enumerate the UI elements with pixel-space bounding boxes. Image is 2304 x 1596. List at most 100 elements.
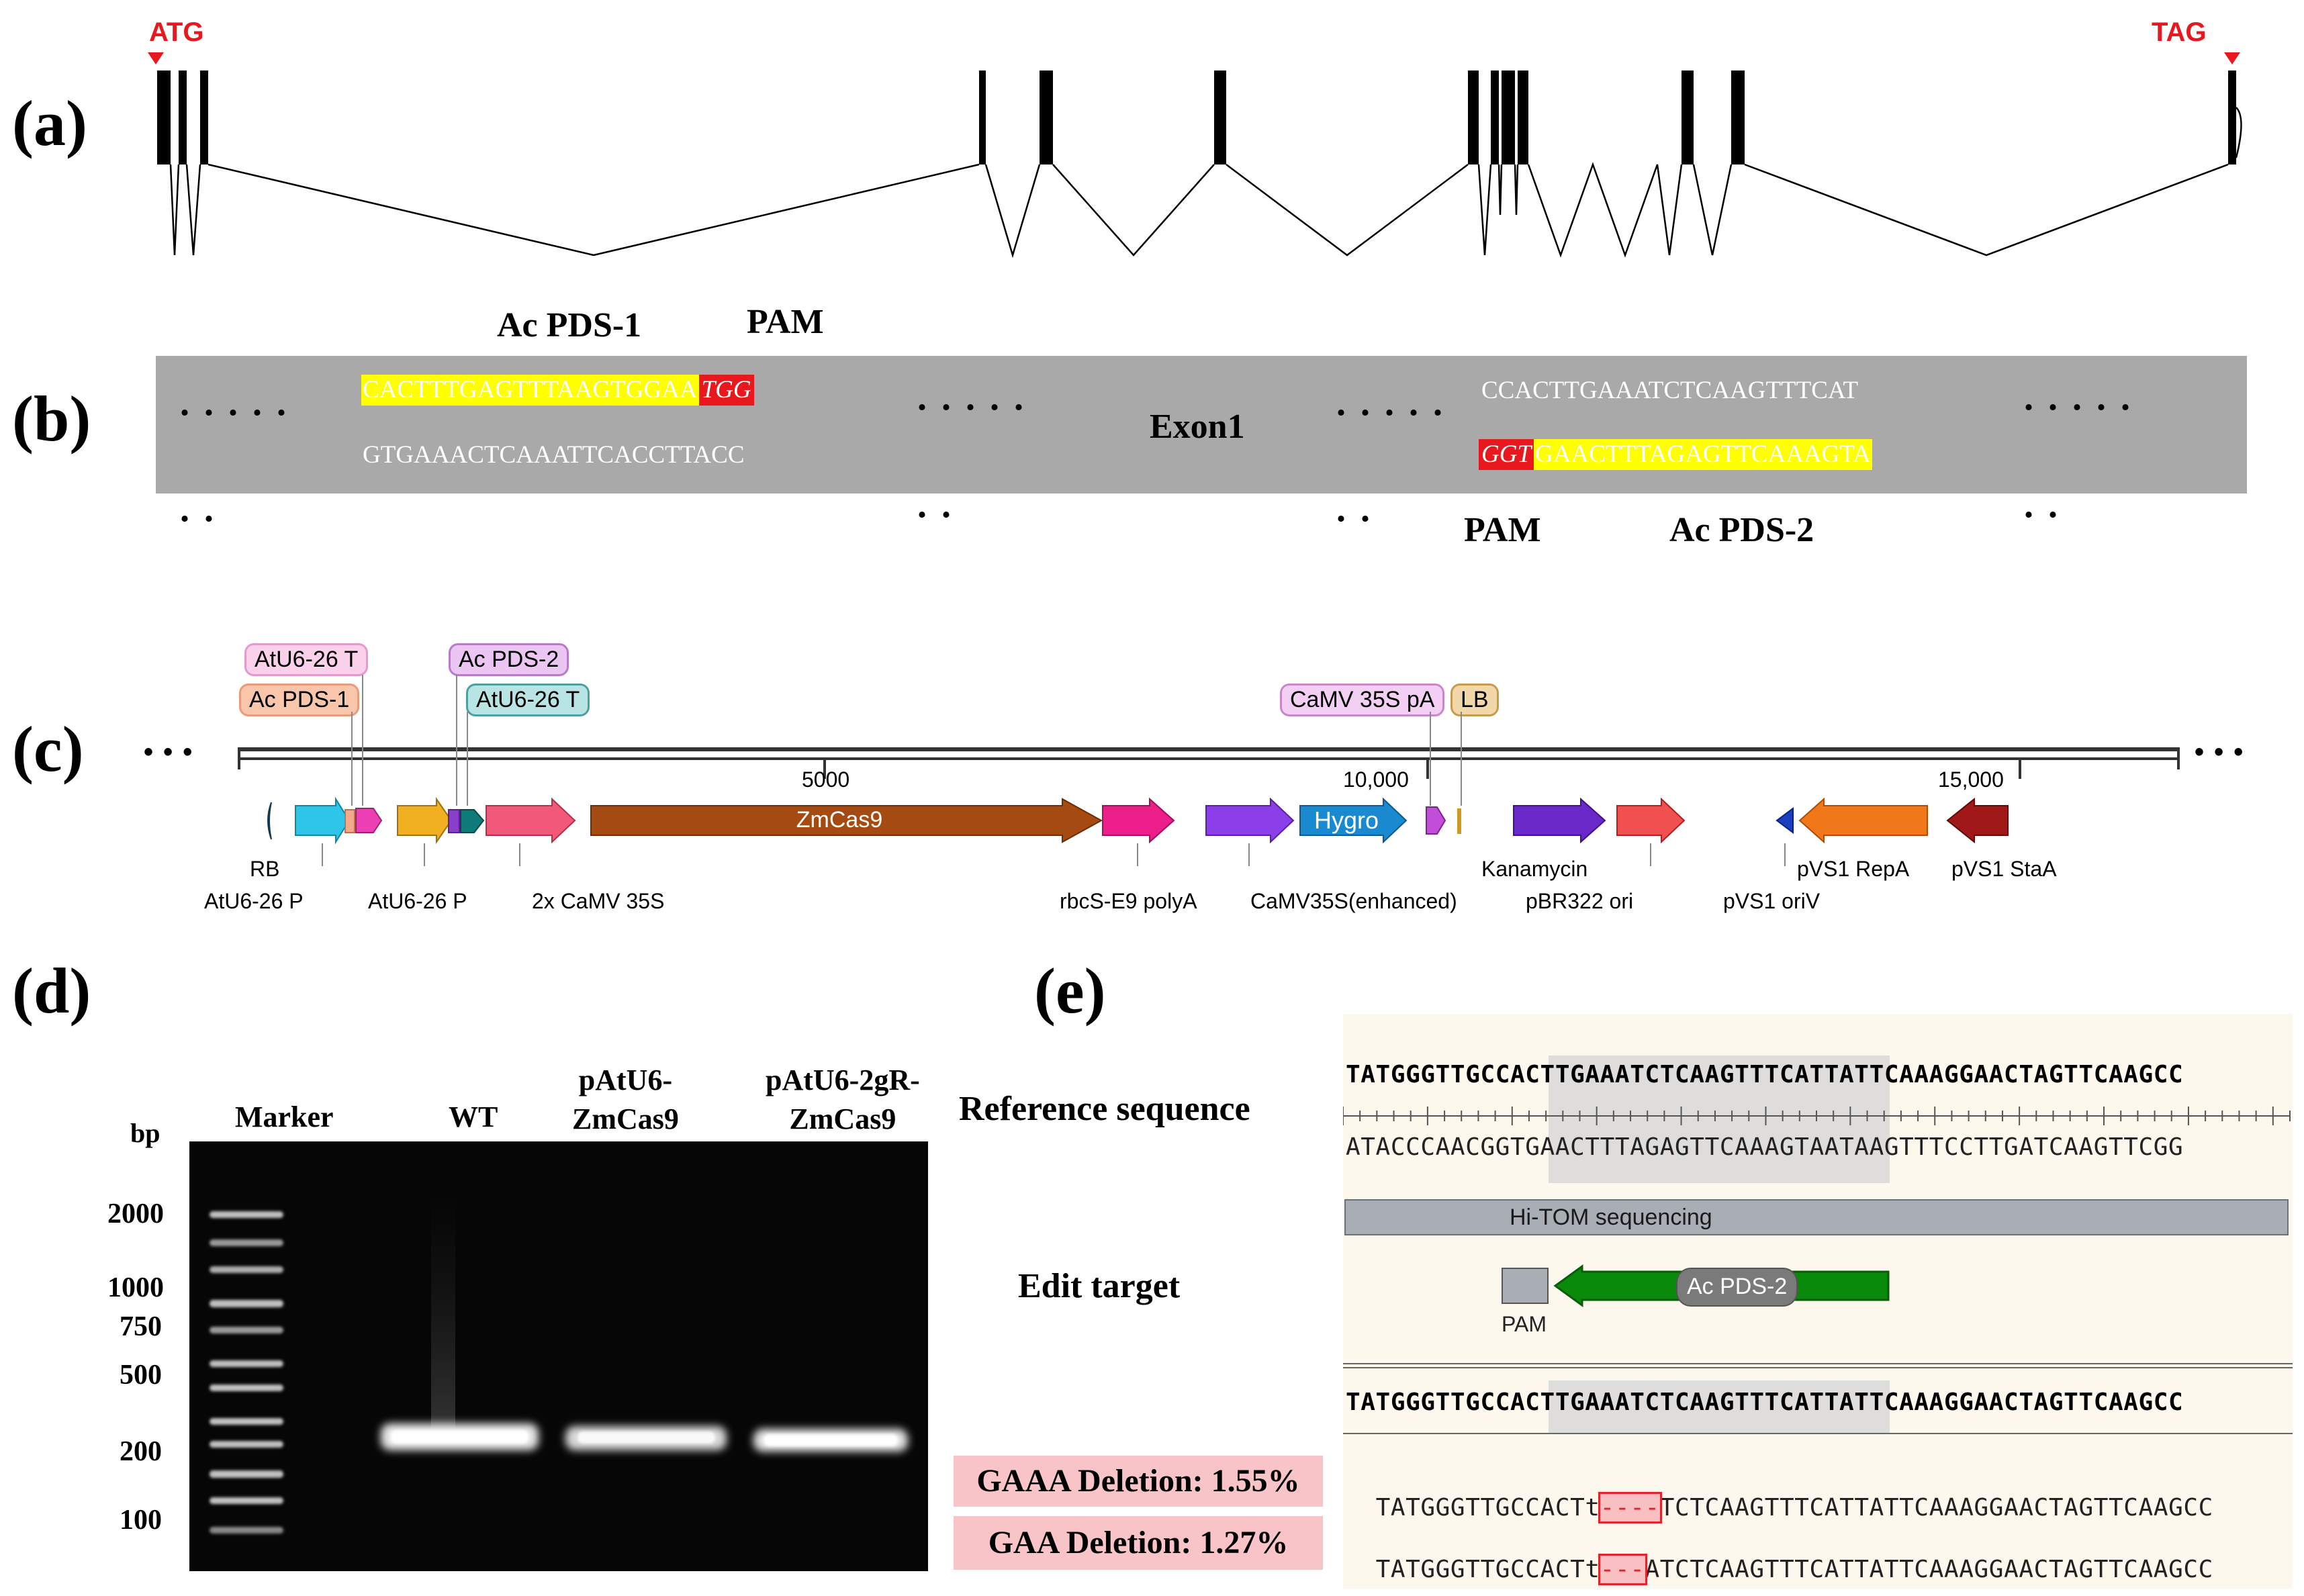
feature-atu6-terminator-2: [460, 809, 485, 833]
panel-label-a: (a): [12, 87, 87, 159]
dots-bottom-2: . .: [917, 484, 954, 526]
feature-rb: [267, 802, 272, 840]
dots-bottom-3: . .: [1336, 488, 1373, 530]
ellipsis-right: • • •: [2195, 737, 2245, 767]
gel-lane-p1-line1: pAtU6-: [578, 1064, 673, 1096]
target-shade-bottom: [1549, 1380, 1890, 1434]
hitom-sequencing-bar: Hi-TOM sequencing: [1344, 1199, 2289, 1235]
tag-ac-pds1: Ac PDS-1: [239, 684, 360, 716]
feature-pvs1-oriv: [1776, 807, 1794, 834]
pam-bottom-label: PAM: [1464, 511, 1541, 549]
ellipsis-left: • • •: [144, 737, 194, 767]
wt-smear: [431, 1195, 455, 1437]
gel-lane-wt-label: WT: [449, 1100, 498, 1133]
aligned-reference-underline: [1343, 1433, 2293, 1434]
intron-lines: [169, 107, 2242, 259]
tag-ac-pds2: Ac PDS-2: [449, 643, 569, 676]
label-pvs1-staa: pVS1 StaA: [1951, 857, 2057, 881]
tag-atu6-terminator-2: AtU6-26 T: [466, 684, 590, 716]
alignment-divider: [1343, 1363, 2293, 1368]
feature-pbr322-ori: [1616, 797, 1686, 844]
panel-label-c: (c): [12, 713, 84, 785]
feature-lb: [1457, 808, 1461, 834]
label-kanamycin: Kanamycin: [1481, 857, 1588, 881]
gaa-deletion-label: GAA Deletion: 1.27%: [954, 1516, 1323, 1570]
gel-lane-p2-line1: pAtU6-2gR-: [766, 1064, 920, 1096]
edit-target-label: Edit target: [1018, 1267, 1181, 1305]
label-atu6-promoter-1: AtU6-26 P: [204, 889, 304, 913]
stop-codon-marker: [2224, 52, 2240, 64]
feature-ac-pds2: [448, 809, 460, 833]
stop-codon-label: TAG: [2152, 17, 2207, 47]
gene-structure-diagram: [148, 52, 2242, 259]
feature-zmcas9: [590, 798, 1103, 843]
aligned-reference: TATGGGTTGCCACTTGAAATCTCAAGTTTCATTATTCAAA…: [1346, 1389, 2184, 1416]
ac-pds1-label: Ac PDS-1: [497, 306, 642, 344]
start-codon-label: ATG: [149, 17, 204, 47]
sequence-ruler: [1343, 1107, 2291, 1125]
gaaa-deletion-read: TATGGGTTGCCACTt----TCTCAAGTTTCATTATTCAAA…: [1346, 1466, 2213, 1523]
dots-top-4: . . . . .: [2024, 377, 2133, 418]
panel-label-b: (b): [12, 383, 91, 455]
feature-hygro: [1299, 797, 1408, 844]
feature-pvs1-repa: [1798, 797, 1928, 844]
label-pvs1-repa: pVS1 RepA: [1797, 857, 1910, 881]
panel-label-d: (d): [12, 955, 91, 1027]
gel-lane-p1-label: pAtU6- ZmCas9: [572, 1061, 679, 1139]
feature-2x-camv-35s: [486, 797, 576, 844]
tag-lb: LB: [1450, 684, 1499, 716]
ladder-1000: 1000: [107, 1272, 164, 1303]
sgrna1-protospacer: CACTTTGAGTTTAAGTGGAA: [361, 375, 699, 406]
dots-bottom-1: . .: [180, 488, 216, 530]
gaa-read-prefix: TATGGGTTGCCACTt: [1375, 1556, 1600, 1583]
hitom-sequencing-label: Hi-TOM sequencing: [1510, 1205, 1712, 1230]
start-codon-marker: [148, 52, 164, 64]
exon1-strand-top-right: CCACTTGAAATCTCAAGTTTCAT: [1481, 377, 1859, 404]
feature-camv35s-pa: [1426, 806, 1446, 835]
pam-box: [1502, 1268, 1549, 1304]
plasmid-map: ZmCas9 Hygro 5000 10,000 15,000: [238, 675, 2180, 866]
label-camv35s-enhanced: CaMV35S(enhanced): [1250, 889, 1457, 913]
sample-band-cores: [391, 1430, 898, 1446]
ladder-100: 100: [120, 1505, 162, 1536]
pam-top-label: PAM: [747, 303, 824, 341]
sgrna2-protospacer: GAACTTTAGAGTTCAAAGTA: [1534, 439, 1872, 470]
sgrna2-pam: GGT: [1479, 439, 1534, 470]
reference-sequence-label: Reference sequence: [959, 1090, 1250, 1128]
label-rbcs-polya: rbcS-E9 polyA: [1060, 889, 1197, 913]
gaaa-deletion-gap: ----: [1598, 1492, 1662, 1523]
label-atu6-promoter-2: AtU6-26 P: [368, 889, 467, 913]
feature-camv35s-enhanced: [1205, 797, 1295, 844]
plasmid-backbone: [238, 747, 2180, 779]
tag-callout-lines: [351, 675, 1462, 806]
feature-atu6-promoter-1: [295, 796, 351, 845]
hygro-label: Hygro: [1314, 806, 1379, 834]
reference-top-strand: TATGGGTTGCCACTTGAAATCTCAAGTTTCATTATTCAAA…: [1346, 1061, 2184, 1088]
gel-lane-p2-line2: ZmCas9: [789, 1102, 896, 1135]
feature-atu6-terminator-1: [355, 808, 383, 833]
tick-label-10000: 10,000: [1343, 767, 1409, 792]
label-pbr322-ori: pBR322 ori: [1526, 889, 1634, 913]
sgrna1-sequence: CACTTTGAGTTTAAGTGGAA TGG: [361, 375, 754, 406]
label-2x-camv-35s: 2x CaMV 35S: [532, 889, 665, 913]
feature-callout-lines: [322, 843, 1786, 866]
feature-atu6-promoter-2: [397, 796, 453, 845]
gel-lane-p1-line2: ZmCas9: [572, 1102, 679, 1135]
dots-top-1: . . . . .: [180, 382, 289, 424]
gel-bp-label: bp: [130, 1118, 160, 1148]
label-pvs1-oriv: pVS1 oriV: [1723, 889, 1821, 913]
panel-label-e: (e): [1034, 955, 1106, 1027]
ladder-bands: [210, 1211, 283, 1534]
sgrna2-sequence: GGT GAACTTTAGAGTTCAAAGTA: [1479, 439, 1872, 470]
exon1-label: Exon1: [1150, 408, 1245, 446]
tick-label-15000: 15,000: [1938, 767, 2004, 792]
gaaa-read-prefix: TATGGGTTGCCACTt: [1375, 1494, 1600, 1521]
gel-lane-marker-label: Marker: [235, 1100, 334, 1133]
tag-camv-35s-pa: CaMV 35S pA: [1280, 684, 1445, 716]
ac-pds2-guide-label: Ac PDS-2: [1676, 1268, 1798, 1307]
gel-lane-p2-label: pAtU6-2gR- ZmCas9: [766, 1061, 920, 1139]
label-rb: RB: [250, 857, 280, 881]
ladder-200: 200: [120, 1436, 162, 1467]
gaaa-read-suffix: TCTCAAGTTTCATTATTCAAAGGAACTAGTTCAAGCC: [1659, 1494, 2213, 1521]
gaaa-deletion-label: GAAA Deletion: 1.55%: [954, 1456, 1323, 1507]
